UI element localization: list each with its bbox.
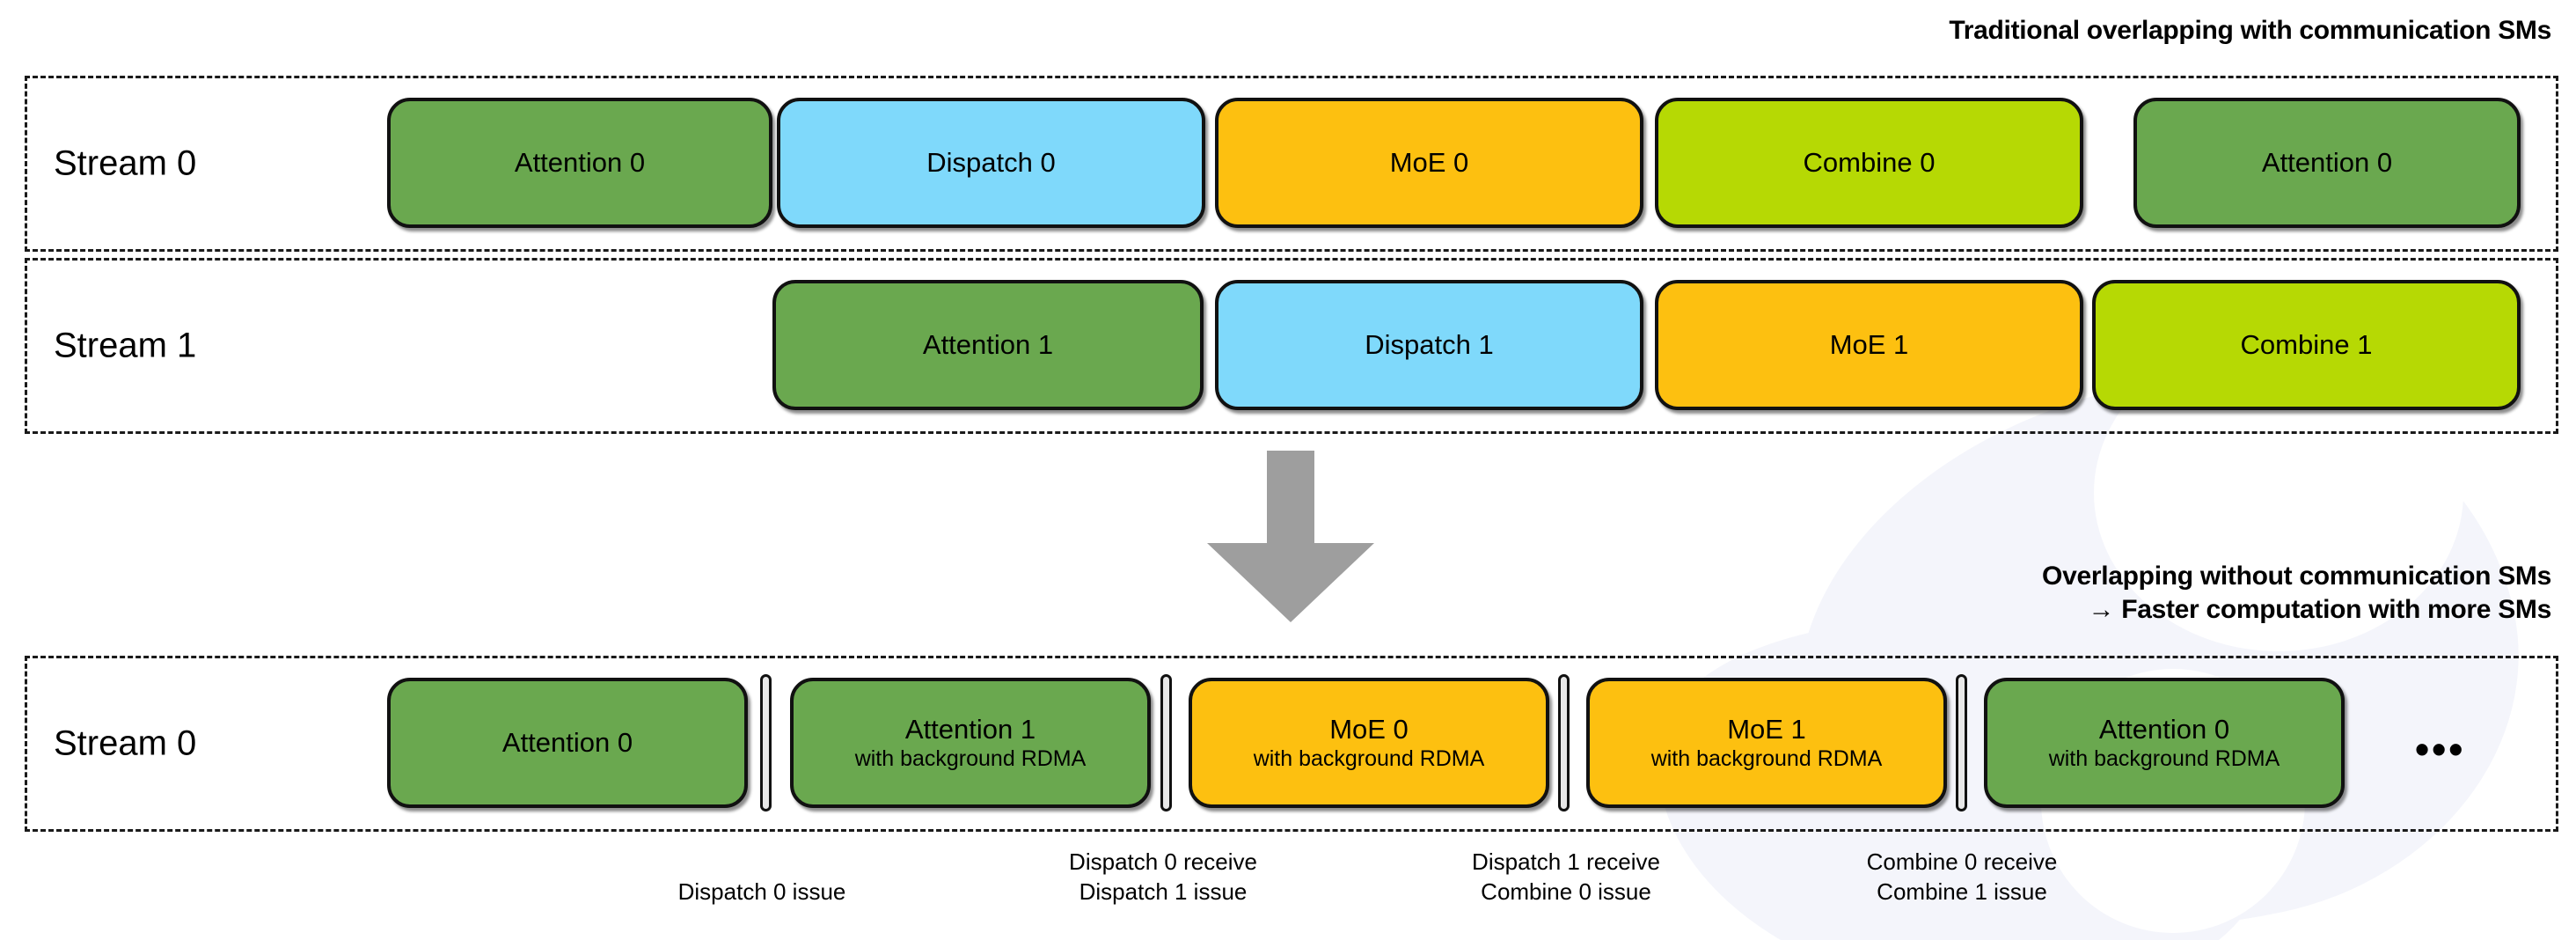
kernel-block-subtitle: with background RDMA — [1650, 745, 1883, 771]
event-caption-line: Dispatch 0 receive — [1069, 848, 1257, 875]
traditional-heading: Traditional overlapping with communicati… — [1949, 16, 2551, 45]
stream-lane-0: Stream 0 Attention 0 Dispatch 0 MoE 0 Combin… — [25, 76, 2558, 252]
kernel-block-subtitle: with background RDMA — [2048, 745, 2280, 771]
event-caption-line: Combine 0 receive — [1866, 848, 2058, 875]
event-caption-line: Combine 0 issue — [1481, 878, 1651, 906]
kernel-separator-bar — [1160, 674, 1172, 811]
event-caption-line: Combine 1 issue — [1877, 878, 2047, 906]
kernel-separator-bar — [1956, 674, 1967, 811]
kernel-block-attention-0[interactable]: Attention 0 — [2133, 98, 2521, 228]
kernel-separator-bar — [760, 674, 772, 811]
kernel-block-title: Attention 0 — [501, 726, 633, 758]
continuation-ellipsis: ••• — [2415, 726, 2466, 772]
kernel-block-title: MoE 0 — [1389, 146, 1469, 178]
kernel-block-dispatch-0[interactable]: Dispatch 0 — [777, 98, 1205, 228]
kernel-block-title: Attention 0 — [2261, 146, 2393, 178]
kernel-block-title: Combine 1 — [2240, 328, 2373, 360]
kernel-block-dispatch-1[interactable]: Dispatch 1 — [1215, 280, 1643, 410]
kernel-block-attention-1[interactable]: Attention 1 — [772, 280, 1204, 410]
kernel-block-title: MoE 0 — [1329, 713, 1409, 745]
stream-lane-1: Stream 1 Attention 1 Dispatch 1 MoE 1 Combin… — [25, 258, 2558, 434]
kernel-block-combine-0[interactable]: Combine 0 — [1655, 98, 2083, 228]
fused-heading-line2: → Faster computation with more SMs — [2088, 595, 2551, 625]
stream-lane-label: Stream 0 — [54, 143, 197, 183]
kernel-block-title: Attention 0 — [2098, 713, 2230, 745]
kernel-block-combine-1[interactable]: Combine 1 — [2092, 280, 2521, 410]
event-caption-line: Dispatch 1 issue — [1079, 878, 1248, 906]
kernel-block-title: Dispatch 0 — [926, 146, 1056, 178]
fused-stream-lane-label: Stream 0 — [54, 723, 197, 763]
event-caption-line: Dispatch 0 issue — [677, 878, 846, 905]
kernel-block-title: MoE 1 — [1829, 328, 1909, 360]
kernel-block-subtitle: with background RDMA — [854, 745, 1087, 771]
fused-heading: Overlapping without communication SMs → … — [2042, 560, 2551, 628]
fused-heading-line1: Overlapping without communication SMs — [2042, 562, 2551, 591]
kernel-block-title: Attention 1 — [904, 713, 1036, 745]
kernel-block-title: Attention 1 — [922, 328, 1054, 360]
kernel-block-title: Dispatch 1 — [1365, 328, 1494, 360]
kernel-block-attention-0[interactable]: Attention 0 — [387, 678, 748, 808]
kernel-block-title: MoE 1 — [1727, 713, 1806, 745]
kernel-block-moe-0[interactable]: MoE 0 — [1215, 98, 1643, 228]
event-caption-0: Dispatch 0 issue — [678, 877, 846, 907]
kernel-block-title: Attention 0 — [514, 146, 646, 178]
event-caption-line: Dispatch 1 receive — [1472, 848, 1660, 875]
kernel-block-attention-0[interactable]: Attention 0 — [387, 98, 772, 228]
kernel-block-subtitle: with background RDMA — [1253, 745, 1485, 771]
kernel-block-moe-1[interactable]: MoE 1 — [1655, 280, 2083, 410]
kernel-separator-bar — [1558, 674, 1570, 811]
stream-lane-label: Stream 1 — [54, 326, 197, 365]
down-arrow-icon — [1207, 451, 1374, 627]
kernel-block-title: Combine 0 — [1803, 146, 1936, 178]
